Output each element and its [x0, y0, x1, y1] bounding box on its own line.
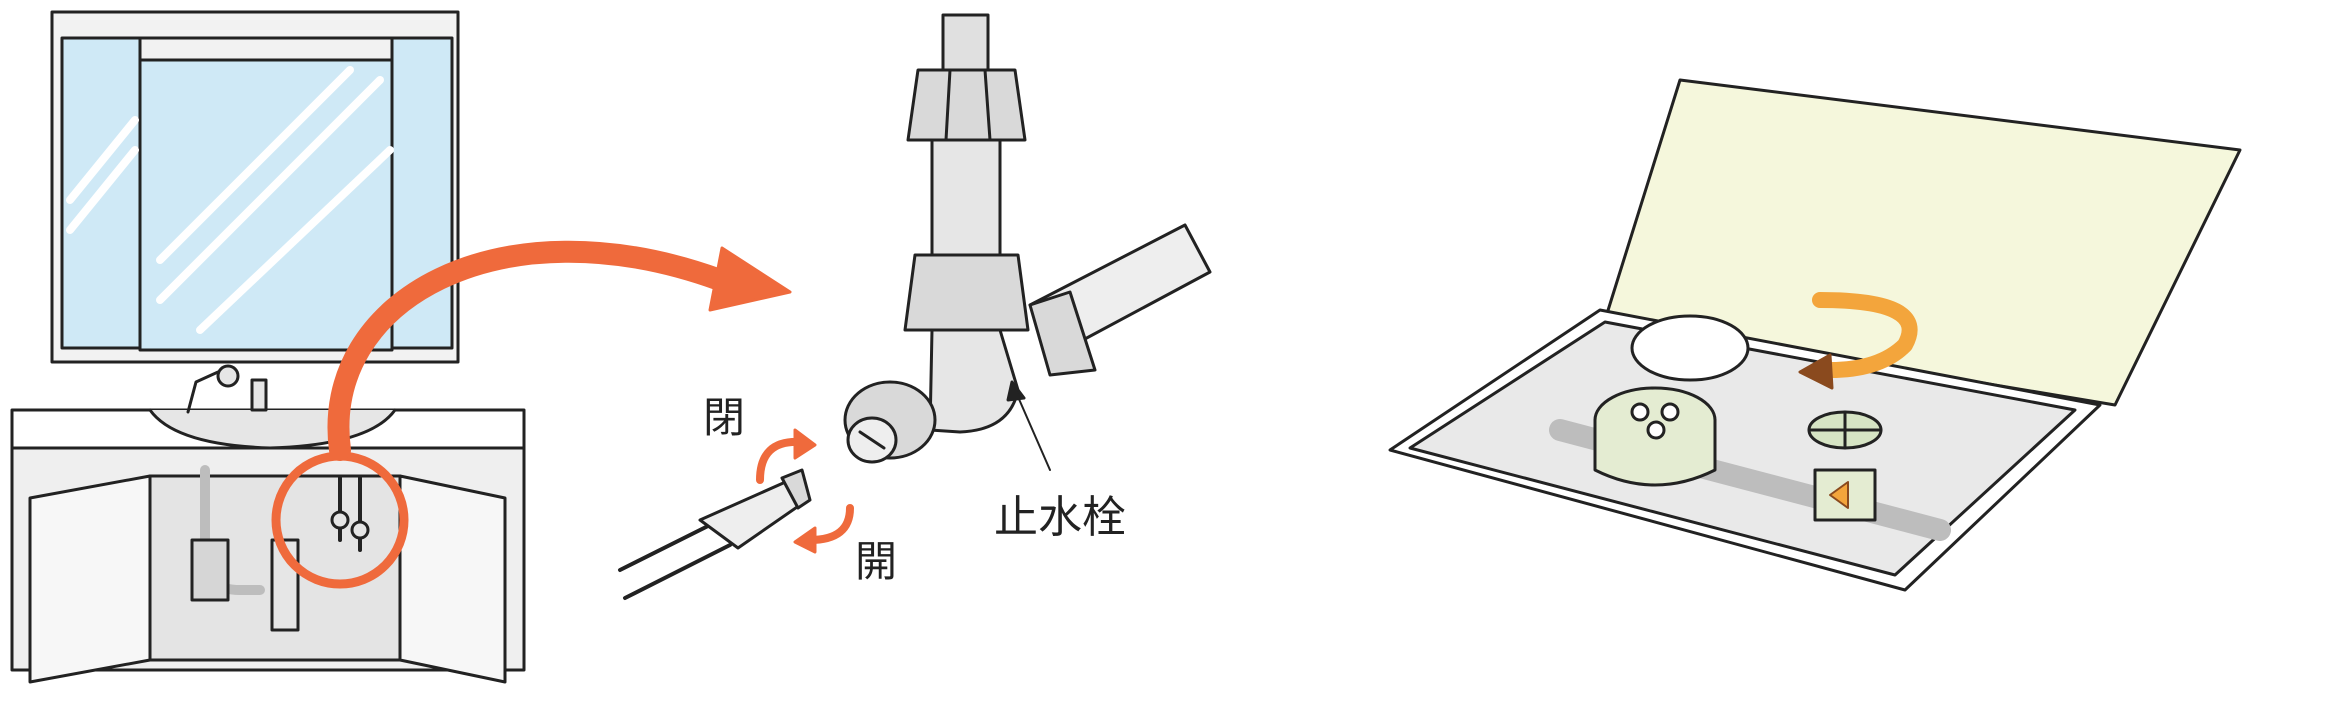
stop-valve-label: 止水栓 — [994, 492, 1126, 543]
upper-nut — [906, 68, 1027, 142]
vanity-illustration — [10, 10, 526, 684]
mirror-reflection — [66, 66, 394, 334]
close-label: 閉 — [703, 393, 746, 442]
stop-valve-illustration — [618, 13, 1212, 600]
close-arrow — [756, 437, 804, 484]
turn-arrow — [1812, 292, 1918, 378]
cabinet-door-left — [28, 474, 152, 684]
lower-nut — [903, 253, 1030, 332]
pointer-arrow — [327, 240, 792, 461]
screwdriver-blade — [698, 478, 802, 550]
open-label: 開 — [855, 537, 898, 586]
screwdriver-shaft — [618, 518, 722, 572]
meter-box-lid — [1603, 78, 2242, 407]
open-arrow — [806, 504, 854, 544]
cabinet-door-right — [398, 474, 507, 684]
valve-body — [928, 328, 1020, 434]
meter-box-illustration — [1388, 78, 2242, 592]
meter-cover — [1630, 314, 1750, 382]
